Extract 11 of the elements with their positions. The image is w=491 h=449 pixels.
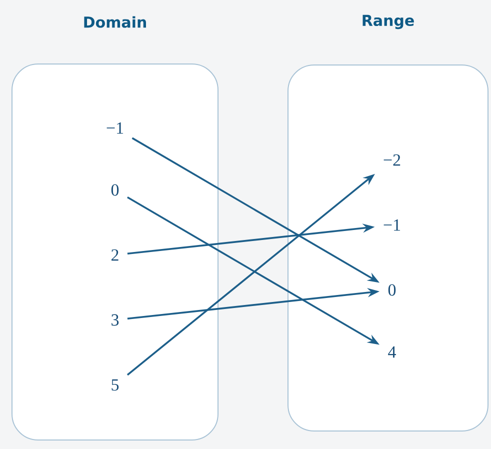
number-label: 0 (111, 184, 119, 196)
number-label: 5 (112, 379, 119, 391)
number-label: 0 (388, 284, 396, 296)
node-label: Domain (84, 16, 146, 28)
node-label: Range (362, 14, 414, 30)
number-label: −1 (384, 219, 400, 231)
number-label: 2 (112, 249, 118, 261)
number-label: 4 (388, 346, 396, 358)
number-label: −1 (106, 122, 124, 134)
number-label: −2 (384, 154, 400, 166)
number-label: 3 (112, 314, 119, 326)
